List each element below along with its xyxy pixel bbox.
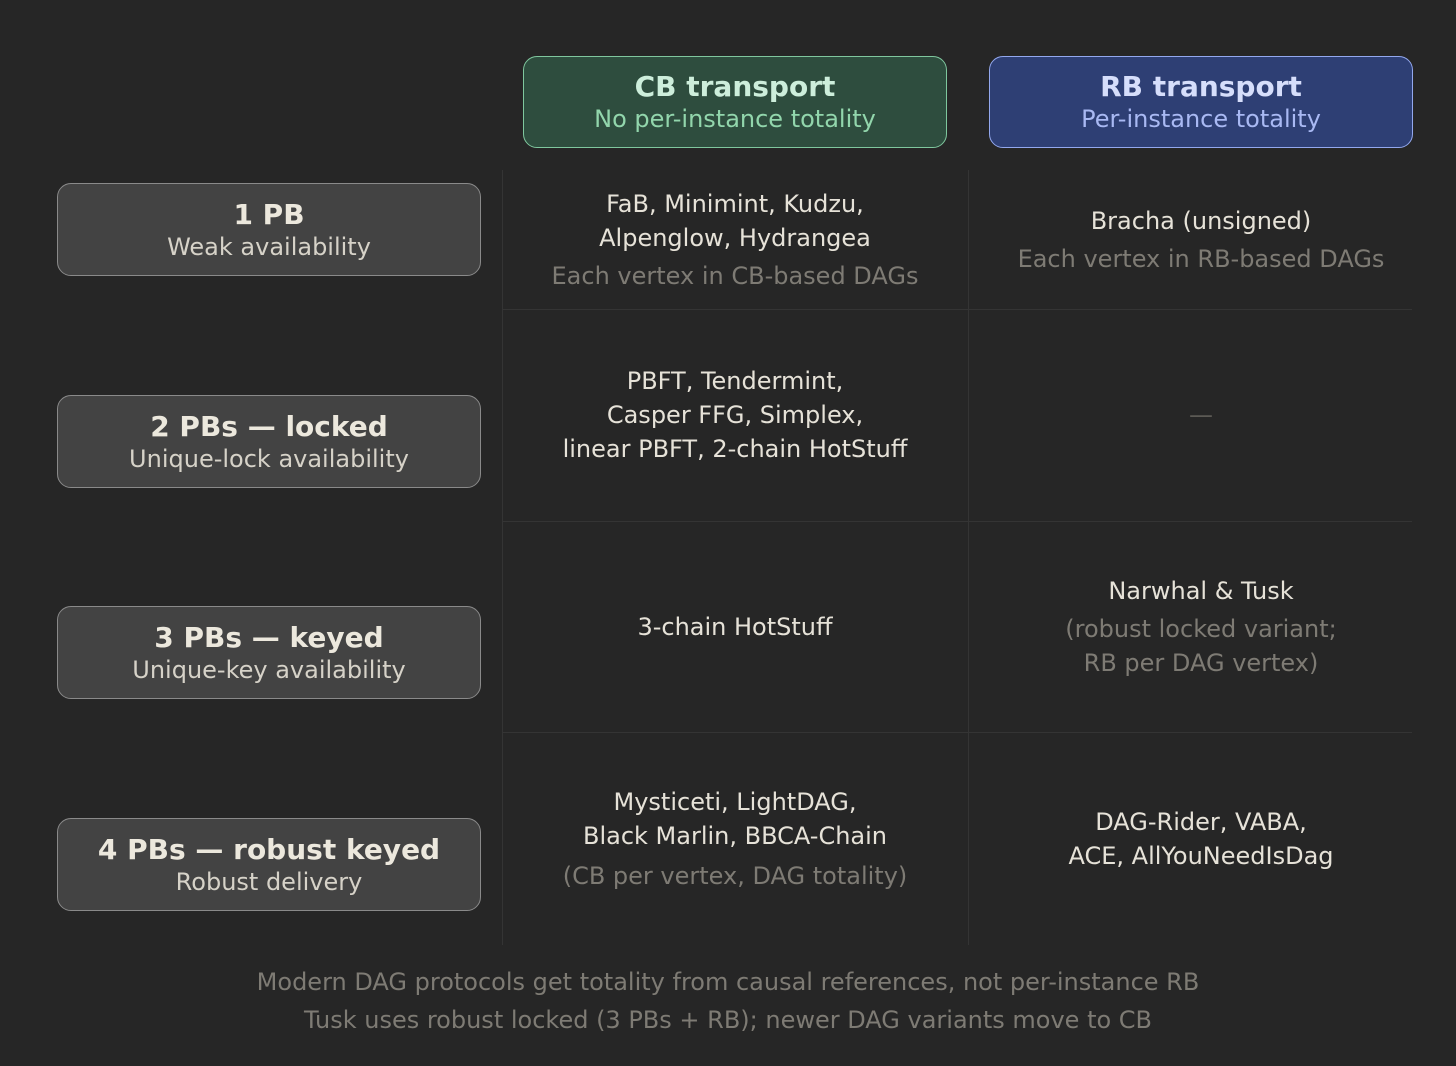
grid-divider (502, 732, 1412, 733)
cell-protocols: Bracha (unsigned) (1090, 206, 1312, 235)
footer-note: Modern DAG protocols get totality from c… (256, 968, 1200, 996)
cell-1pb-rb: Bracha (unsigned) Each vertex in RB-base… (968, 170, 1434, 309)
row-header-3-pbs-keyed: 3 PBs — keyed Unique-key availability (57, 606, 481, 699)
cell-3pbs-cb: 3-chain HotStuff (502, 521, 968, 732)
grid-divider (502, 309, 1412, 310)
cell-4pbs-cb: Mysticeti, LightDAG, Black Marlin, BBCA-… (502, 732, 968, 945)
column-header-cb-transport: CB transport No per-instance totality (523, 56, 947, 148)
cell-protocols: PBFT, Tendermint, Casper FFG, Simplex, l… (562, 367, 908, 463)
cell-protocols: DAG-Rider, VABA, ACE, AllYouNeedIsDag (1068, 807, 1334, 870)
cell-3pbs-rb: Narwhal & Tusk (robust locked variant; R… (968, 521, 1434, 732)
cell-protocols: FaB, Minimint, Kudzu, Alpenglow, Hydrang… (599, 189, 871, 252)
cell-2pbs-rb: — (968, 309, 1434, 521)
empty-cell-dash: — (1189, 401, 1213, 429)
row-subtitle: Weak availability (167, 232, 371, 261)
cell-2pbs-cb: PBFT, Tendermint, Casper FFG, Simplex, l… (502, 309, 968, 521)
row-subtitle: Unique-key availability (132, 655, 406, 684)
cell-note: Each vertex in CB-based DAGs (551, 261, 919, 290)
column-subtitle: Per-instance totality (1081, 105, 1321, 133)
row-header-2-pbs-locked: 2 PBs — locked Unique-lock availability (57, 395, 481, 488)
row-header-4-pbs-robust-keyed: 4 PBs — robust keyed Robust delivery (57, 818, 481, 911)
cell-protocols: 3-chain HotStuff (637, 612, 833, 641)
row-subtitle: Robust delivery (175, 867, 363, 896)
row-title: 4 PBs — robust keyed (97, 832, 441, 866)
column-subtitle: No per-instance totality (594, 105, 876, 133)
cell-protocols: Narwhal & Tusk (1108, 576, 1294, 605)
cell-protocols: Mysticeti, LightDAG, Black Marlin, BBCA-… (582, 787, 888, 850)
cell-note: Each vertex in RB-based DAGs (1017, 244, 1385, 273)
column-title: RB transport (1100, 70, 1302, 103)
cell-1pb-cb: FaB, Minimint, Kudzu, Alpenglow, Hydrang… (502, 170, 968, 309)
row-subtitle: Unique-lock availability (129, 444, 409, 473)
row-title: 1 PB (233, 197, 305, 231)
footer-note: Tusk uses robust locked (3 PBs + RB); ne… (303, 1006, 1153, 1034)
row-title: 2 PBs — locked (150, 409, 388, 443)
column-title: CB transport (634, 70, 836, 103)
grid-divider (502, 170, 503, 945)
row-title: 3 PBs — keyed (154, 620, 384, 654)
cell-4pbs-rb: DAG-Rider, VABA, ACE, AllYouNeedIsDag (968, 732, 1434, 945)
grid-divider (968, 170, 969, 945)
cell-note: (CB per vertex, DAG totality) (562, 861, 908, 890)
row-header-1-pb: 1 PB Weak availability (57, 183, 481, 276)
column-header-rb-transport: RB transport Per-instance totality (989, 56, 1413, 148)
grid-divider (502, 521, 1412, 522)
cell-note: (robust locked variant; RB per DAG verte… (1065, 614, 1337, 677)
